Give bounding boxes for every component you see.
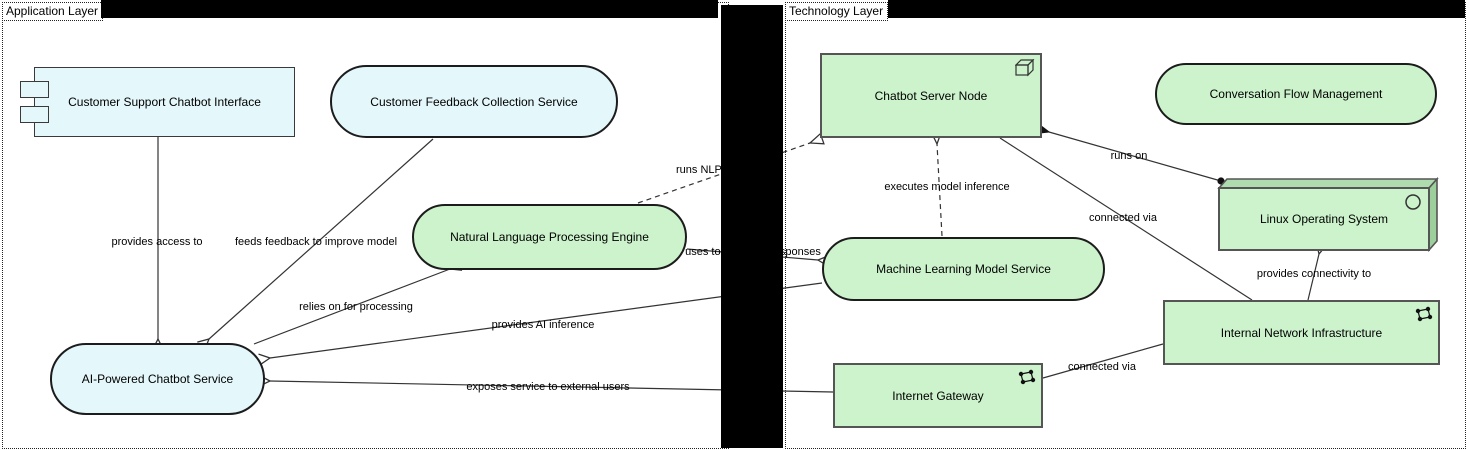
- relationship-connected-via-node[interactable]: [999, 137, 1253, 301]
- relationship-label[interactable]: provides AI inference: [491, 319, 595, 331]
- node-cube-icon: [1015, 59, 1035, 77]
- redaction-bar-top-left: [101, 0, 718, 18]
- redaction-bar-top-right: [888, 0, 1465, 18]
- element-label: Internal Network Infrastructure: [1220, 325, 1383, 340]
- relationship-label[interactable]: feeds feedback to improve model: [234, 236, 398, 248]
- element-conversation-flow-management[interactable]: Conversation Flow Management: [1155, 63, 1437, 125]
- relationship-provides-connectivity-to[interactable]: [1307, 254, 1319, 301]
- element-label: Natural Language Processing Engine: [450, 230, 649, 244]
- redaction-bar-vertical: [721, 5, 783, 448]
- relationship-relies-on-for-processing[interactable]: [253, 269, 450, 345]
- element-label: Customer Support Chatbot Interface: [68, 95, 261, 109]
- element-label: Conversation Flow Management: [1209, 87, 1383, 101]
- application-layer-label: Application Layer: [2, 2, 104, 21]
- relationship-label[interactable]: runs NLP: [676, 164, 722, 176]
- relationship-connected-via-gateway[interactable]: [1042, 343, 1164, 379]
- relationship-label[interactable]: provides connectivity to: [1256, 268, 1372, 280]
- relationship-label[interactable]: relies on for processing: [299, 301, 413, 313]
- relationship-label[interactable]: connected via: [1068, 361, 1136, 373]
- relationship-label[interactable]: exposes service to external users: [466, 381, 630, 393]
- relationship-label[interactable]: runs on: [1110, 150, 1148, 162]
- network-icon: [1415, 306, 1433, 322]
- relationship-runs-on[interactable]: [1049, 132, 1221, 181]
- component-tab-icon: [20, 81, 49, 98]
- element-customer-feedback-collection-service[interactable]: Customer Feedback Collection Service: [330, 65, 618, 138]
- element-label: Customer Feedback Collection Service: [370, 94, 578, 109]
- relationship-label[interactable]: executes model inference: [884, 181, 1010, 193]
- relationship-label[interactable]: provides access to: [111, 236, 203, 248]
- element-chatbot-server-node[interactable]: Chatbot Server Node: [820, 53, 1042, 138]
- element-ai-powered-chatbot-service[interactable]: AI-Powered Chatbot Service: [50, 343, 265, 415]
- relationship-executes-model-inference[interactable]: [937, 144, 943, 237]
- relationship-label[interactable]: connected via: [1089, 212, 1157, 224]
- relationship-feeds-feedback[interactable]: [209, 138, 434, 339]
- element-internal-network-infrastructure[interactable]: Internal Network Infrastructure: [1163, 300, 1440, 365]
- element-internet-gateway[interactable]: Internet Gateway: [833, 363, 1043, 428]
- element-label: Chatbot Server Node: [874, 88, 988, 103]
- element-label: Internet Gateway: [892, 388, 984, 403]
- system-software-circle-icon: [1405, 194, 1421, 210]
- element-label: Linux Operating System: [1259, 212, 1389, 226]
- element-natural-language-processing-engine[interactable]: Natural Language Processing Engine: [412, 204, 687, 270]
- element-label: Machine Learning Model Service: [876, 262, 1051, 276]
- component-tab-icon: [20, 106, 49, 123]
- element-linux-operating-system[interactable]: [1217, 170, 1441, 254]
- technology-layer-label: Technology Layer: [785, 2, 889, 21]
- element-customer-support-chatbot-interface[interactable]: Customer Support Chatbot Interface: [20, 67, 295, 137]
- network-icon: [1018, 369, 1036, 385]
- element-label: AI-Powered Chatbot Service: [81, 372, 234, 386]
- element-machine-learning-model-service[interactable]: Machine Learning Model Service: [822, 237, 1105, 301]
